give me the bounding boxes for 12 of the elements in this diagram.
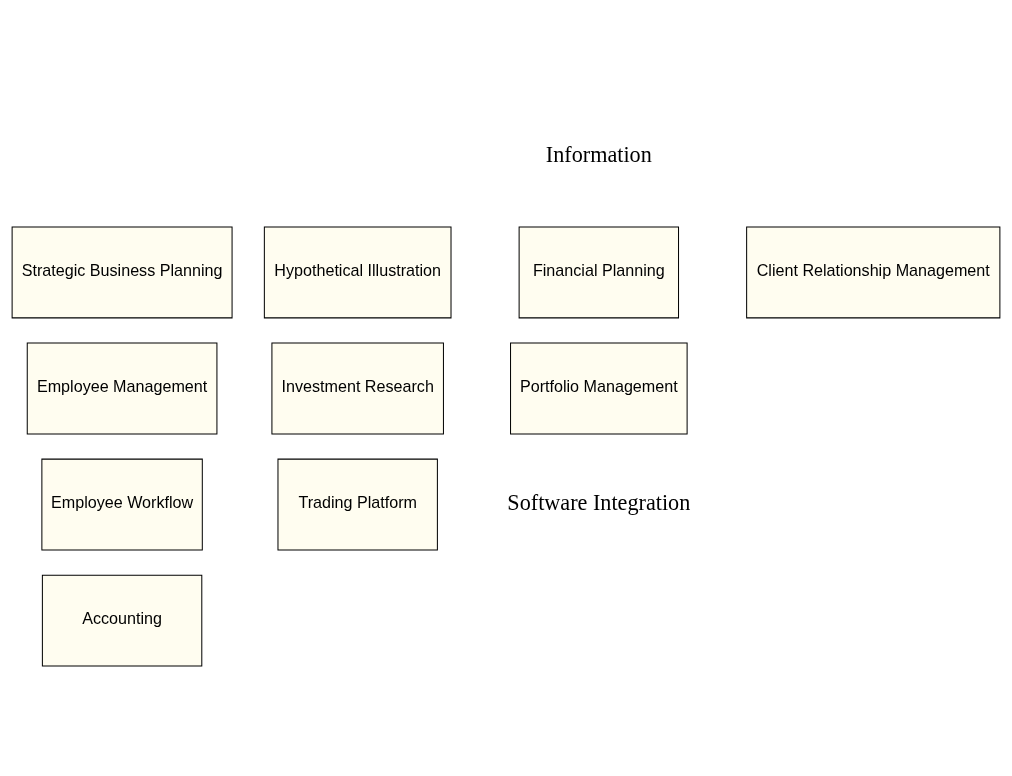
node-box: Strategic Business Planning bbox=[11, 226, 233, 318]
node-box: Investment Research bbox=[271, 342, 444, 434]
node-box: Employee Management bbox=[26, 342, 218, 434]
node-box: Hypothetical Illustration bbox=[263, 226, 452, 318]
node-box: Portfolio Management bbox=[510, 342, 688, 434]
node-box: Employee Workflow bbox=[41, 458, 203, 550]
node-box: Financial Planning bbox=[518, 226, 680, 318]
node-box: Client Relationship Management bbox=[746, 226, 1001, 318]
label: Information bbox=[545, 141, 652, 167]
node-box: Trading Platform bbox=[277, 458, 438, 550]
node-box: Accounting bbox=[41, 574, 203, 666]
label: Software Integration bbox=[507, 489, 691, 515]
